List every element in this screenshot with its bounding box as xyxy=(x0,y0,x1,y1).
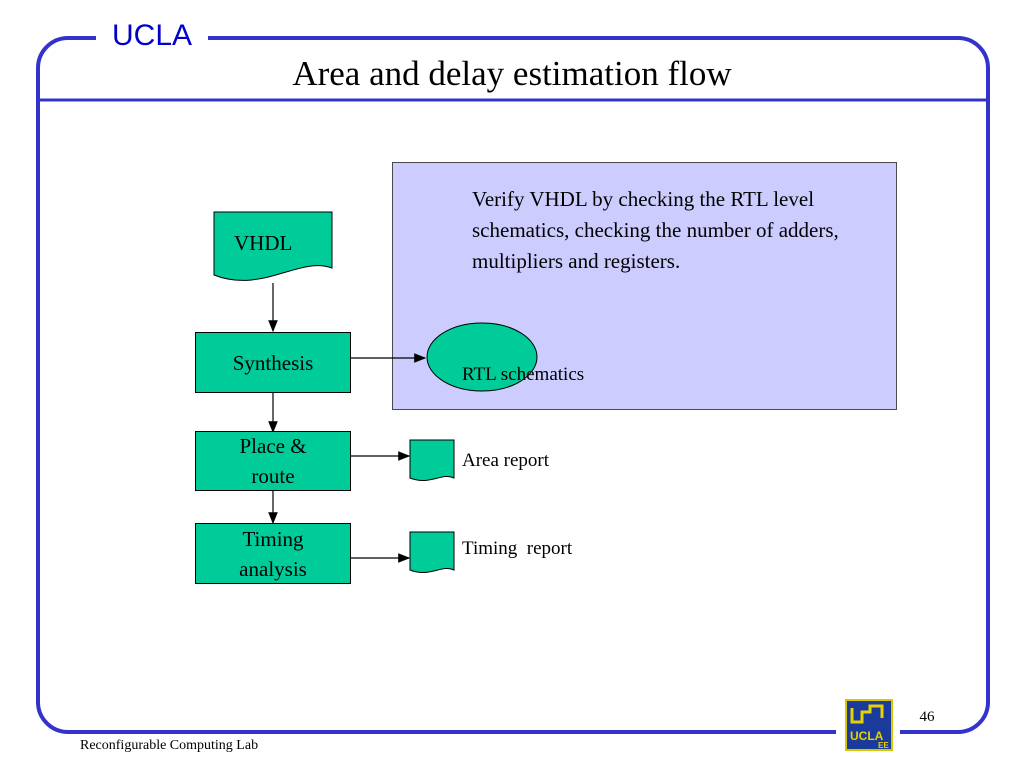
page-title: Area and delay estimation flow xyxy=(292,54,732,93)
logo-text: UCLA xyxy=(850,729,884,743)
vhdl-document-shape xyxy=(213,211,333,281)
timing-report-document-shape xyxy=(409,531,455,574)
vhdl-label: VHDL xyxy=(234,231,293,255)
place-route-box: Place & route xyxy=(195,431,351,491)
area-report-document-shape xyxy=(409,439,455,482)
rtl-schematics-label: RTL schematics xyxy=(462,364,585,385)
note-text: Verify VHDL by checking the RTL level sc… xyxy=(472,187,839,273)
timing-analysis-box: Timing analysis xyxy=(195,523,351,584)
ucla-ee-logo-icon: UCLA EE xyxy=(845,699,893,751)
header-org: UCLA xyxy=(96,18,208,54)
area-report-label: Area report xyxy=(462,450,550,471)
logo-subtext: EE xyxy=(878,741,889,750)
synthesis-label: Synthesis xyxy=(232,350,314,375)
synthesis-box: Synthesis xyxy=(195,332,351,393)
timing-report-label: Timing report xyxy=(462,538,573,559)
timing-analysis-label: Timing analysis xyxy=(239,526,307,581)
footer-lab-name: Reconfigurable Computing Lab xyxy=(80,738,259,753)
place-route-label: Place & route xyxy=(239,434,307,488)
ucla-ee-logo: UCLA EE xyxy=(836,694,900,756)
page-number: 46 xyxy=(919,709,935,725)
rtl-schematics-ellipse xyxy=(426,322,538,392)
